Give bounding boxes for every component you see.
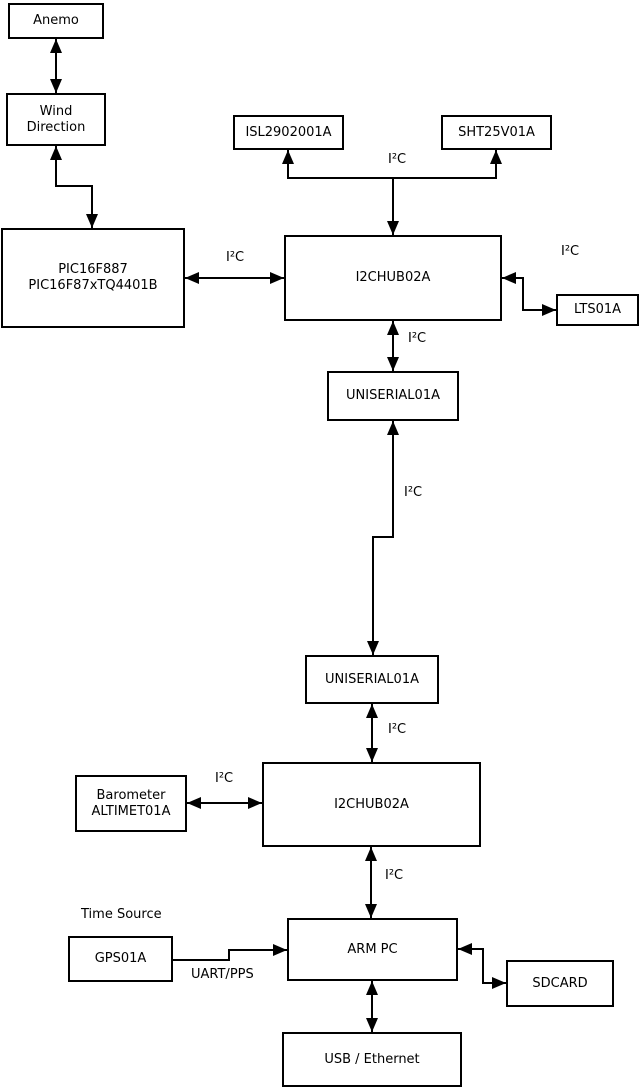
node-i2chub02a-bottom-label: I2CHUB02A — [334, 796, 409, 812]
node-anemo-label: Anemo — [33, 13, 79, 29]
node-gps01a: GPS01A — [68, 936, 173, 982]
edge-label-i2c-hub-lts: I²C — [561, 244, 580, 259]
edge-label-i2c-pic-hub: I²C — [226, 250, 245, 265]
node-uniserial01a-bottom-label: UNISERIAL01A — [325, 671, 419, 687]
edge-label-i2c-barometer-hub2: I²C — [215, 771, 234, 786]
node-usb-ethernet: USB / Ethernet — [282, 1032, 462, 1087]
node-sdcard: SDCARD — [506, 960, 614, 1007]
connector-uniserial-top-uniserial-bottom — [367, 421, 399, 655]
node-usb-ethernet-label: USB / Ethernet — [324, 1051, 420, 1067]
node-wind-direction-label-line1: Wind — [39, 103, 73, 119]
node-arm-pc-label: ARM PC — [347, 941, 398, 957]
edge-label-i2c-sensors: I²C — [388, 152, 407, 167]
edge-label-i2c-hub-uniserial: I²C — [408, 331, 427, 346]
edge-label-i2c-hub2-armpc: I²C — [385, 868, 404, 883]
node-i2chub02a-top-label: I2CHUB02A — [355, 270, 431, 286]
node-wind-direction-label-line2: Direction — [26, 119, 86, 135]
node-barometer-label-line2: ALTIMET01A — [91, 803, 171, 819]
connector-gps-armpc — [173, 944, 287, 961]
node-anemo: Anemo — [8, 3, 104, 39]
connector-wind-direction-pic — [50, 146, 98, 228]
node-pic16f887-label-line1: PIC16F887 — [58, 262, 128, 278]
node-lts01a: LTS01A — [556, 294, 639, 326]
node-uniserial01a-top-label: UNISERIAL01A — [346, 388, 440, 404]
node-i2chub02a-top: I2CHUB02A — [284, 235, 502, 321]
node-uniserial01a-bottom: UNISERIAL01A — [305, 655, 439, 704]
node-sht25v01a: SHT25V01A — [441, 115, 552, 150]
node-i2chub02a-bottom: I2CHUB02A — [262, 762, 481, 847]
connector-armpc-sdcard — [458, 943, 506, 989]
node-barometer-altimet01a: Barometer ALTIMET01A — [75, 775, 187, 832]
node-gps01a-label: GPS01A — [94, 951, 147, 967]
node-sht25v01a-label: SHT25V01A — [458, 124, 535, 140]
node-wind-direction: Wind Direction — [6, 93, 106, 146]
node-pic16f887: PIC16F887 PIC16F87xTQ4401B — [1, 228, 185, 328]
node-pic16f887-label-line2: PIC16F87xTQ4401B — [28, 278, 158, 293]
edge-label-uart-pps: UART/PPS — [191, 967, 254, 982]
node-arm-pc: ARM PC — [287, 918, 458, 981]
edge-label-i2c-uniserial-hub2: I²C — [388, 722, 407, 737]
node-isl2902001a-label: ISL2902001A — [245, 124, 332, 140]
node-sdcard-label: SDCARD — [532, 975, 588, 991]
node-barometer-label-line1: Barometer — [96, 787, 166, 803]
node-lts01a-label: LTS01A — [573, 302, 622, 318]
node-isl2902001a: ISL2902001A — [233, 115, 344, 150]
node-uniserial01a-top: UNISERIAL01A — [327, 371, 459, 421]
edge-label-i2c-uniserial-link: I²C — [404, 485, 423, 500]
annotation-time-source: Time Source — [81, 907, 162, 922]
connector-i2chub-top-lts — [502, 272, 556, 316]
